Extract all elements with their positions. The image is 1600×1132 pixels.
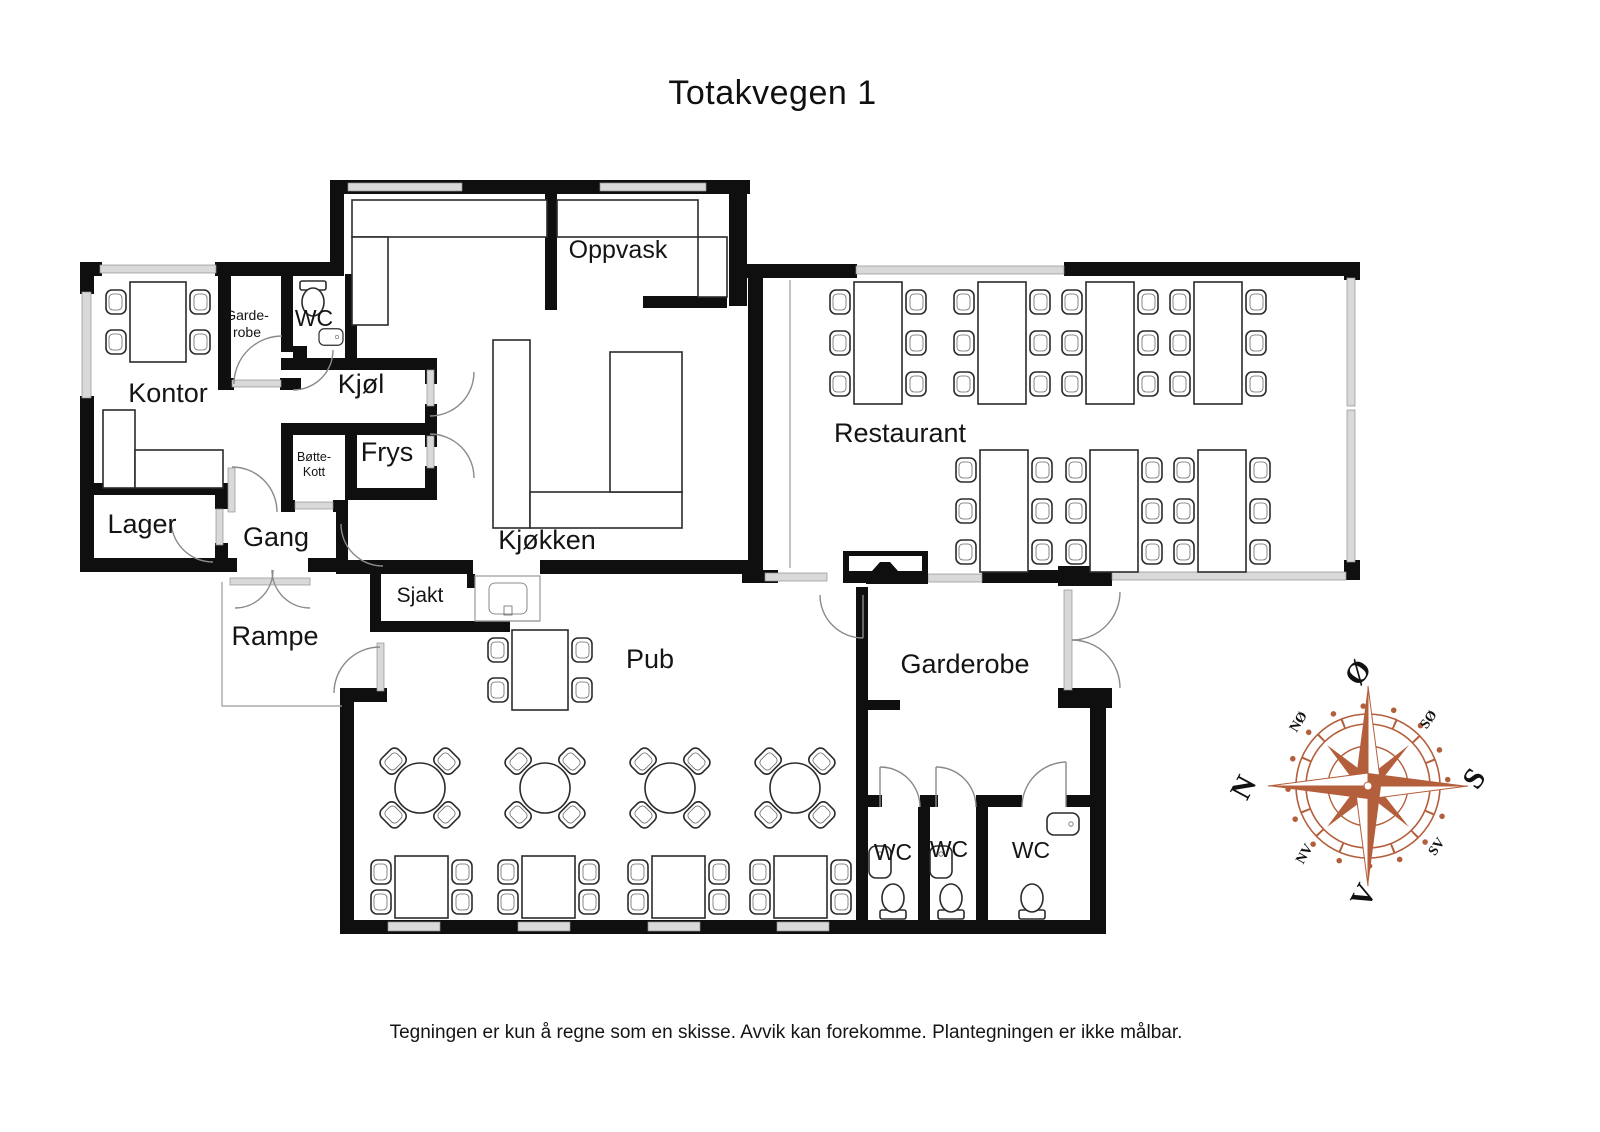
restaurant-table: [1174, 450, 1270, 572]
room-label-rampe: Rampe: [231, 621, 318, 651]
room-label-restaurant: Restaurant: [834, 418, 967, 448]
room-label-botte: Bøtte-: [297, 450, 331, 464]
room-label-garderobe-small: robe: [233, 324, 261, 340]
restaurant-table: [1066, 450, 1162, 572]
pub-round-table: [503, 746, 588, 831]
door-arc: [1021, 761, 1067, 808]
door-arc: [429, 433, 475, 479]
compass-south: S: [1456, 762, 1493, 795]
door-arc: [234, 569, 274, 609]
restaurant-table: [1170, 282, 1266, 404]
pub-table: [498, 856, 599, 918]
room-label-kjol: Kjøl: [338, 369, 385, 399]
disclaimer-text: Tegningen er kun å regne som en skisse. …: [389, 1022, 1183, 1043]
kontor-table: [106, 282, 210, 362]
doors: [170, 335, 1121, 808]
room-label-botte: Kott: [303, 465, 326, 479]
door-arc: [333, 646, 381, 694]
kitchen-counter: [609, 351, 683, 493]
room-label-wc2: WC: [930, 836, 968, 862]
windows: [81, 182, 1356, 932]
room-label-pub: Pub: [626, 644, 674, 674]
kitchen-counter: [492, 339, 531, 529]
room-label-wc3: WC: [1012, 837, 1050, 863]
pub-round-table: [628, 746, 713, 831]
room-label-kontor: Kontor: [128, 378, 208, 408]
restaurant-table: [956, 450, 1052, 572]
room-label-kjokken: Kjøkken: [498, 525, 596, 555]
kitchen-counter: [529, 491, 683, 529]
kontor-desk: [134, 449, 224, 489]
compass-west: V: [1344, 878, 1383, 913]
door-arc: [233, 335, 283, 385]
door-arc: [170, 519, 214, 563]
room-label-oppvask: Oppvask: [569, 236, 668, 264]
door-arc: [1071, 639, 1121, 689]
door-arc: [292, 349, 334, 391]
pub-table: [371, 856, 472, 918]
toilet: [879, 883, 907, 920]
room-label-frys: Frys: [361, 437, 413, 467]
room-label-wc1: WC: [874, 839, 912, 865]
toilet: [937, 883, 965, 920]
door-arc: [340, 523, 384, 567]
counters: [102, 199, 928, 622]
page-title: Totakvegen 1: [668, 74, 877, 112]
kontor-desk: [102, 409, 136, 489]
pub-round-table: [378, 746, 463, 831]
compass-east: Ø: [1338, 654, 1378, 692]
bar-counter: [843, 551, 928, 583]
door-arc: [271, 569, 311, 609]
room-labels: Kontor Garde- robe WC Kjøl Frys Bøtte- K…: [107, 236, 1050, 865]
pub-top-table: [488, 630, 592, 710]
restaurant-table: [830, 282, 926, 404]
door-arc: [1071, 591, 1121, 641]
door-arc: [935, 766, 977, 808]
door-arc: [231, 466, 278, 513]
room-label-lager: Lager: [107, 509, 176, 539]
door-arc: [879, 766, 921, 808]
wc-sink: [1046, 812, 1080, 836]
room-label-garderobe-small: Garde-: [225, 307, 269, 323]
pub-round-table: [753, 746, 838, 831]
rampe-outline: [221, 582, 342, 707]
compass-rose: Ø N S V NØ SØ SV NV: [1224, 654, 1493, 913]
compass-southwest: SV: [1426, 835, 1449, 858]
room-label-wc-left: WC: [295, 305, 333, 331]
room-label-sjakt: Sjakt: [397, 584, 444, 607]
compass-north: N: [1224, 770, 1263, 805]
room-label-garderobe: Garderobe: [900, 649, 1029, 679]
door-arc: [429, 371, 475, 417]
door-arc: [819, 594, 864, 639]
wc-sink: [318, 328, 344, 346]
room-label-gang: Gang: [243, 522, 309, 552]
pub-table: [750, 856, 851, 918]
sink-niche: [474, 575, 541, 622]
toilet: [1018, 883, 1046, 920]
pub-table: [628, 856, 729, 918]
restaurant-table: [954, 282, 1050, 404]
restaurant-table: [1062, 282, 1158, 404]
